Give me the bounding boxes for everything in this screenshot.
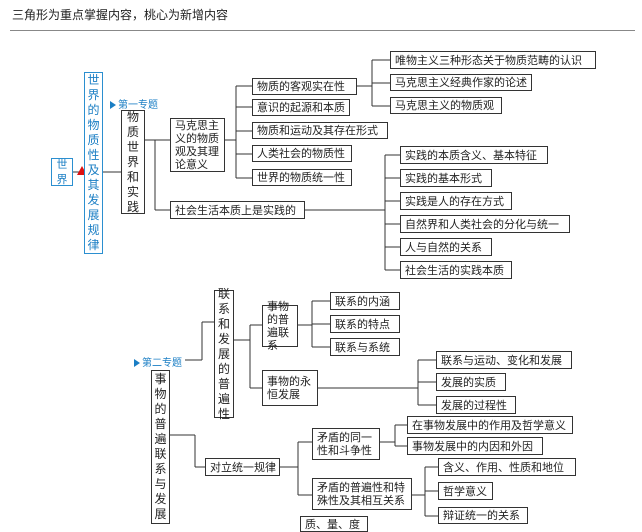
- t1-far-0: 唯物主义三种形态关于物质范畴的认识: [390, 51, 596, 69]
- t1-item-2: 物质和运动及其存在形式: [252, 122, 388, 139]
- contradiction-2-node: 矛盾的普遍性和特殊性及其相互关系: [312, 478, 412, 510]
- link-item-1: 联系的特点: [330, 315, 400, 333]
- t1-item-0: 物质的客观实在性: [252, 78, 357, 95]
- cut-node: 质、量、度: [300, 516, 368, 532]
- arrow-icon: [134, 359, 140, 367]
- practice-5: 社会生活的实践本质: [400, 261, 512, 279]
- dev-node: 事物的永恒发展: [262, 370, 318, 406]
- unity-node: 对立统一规律: [205, 458, 280, 476]
- page-header: 三角形为重点掌握内容，桃心为新增内容: [12, 8, 229, 22]
- link-item-2: 联系与系统: [330, 338, 400, 356]
- arrow-icon: [110, 101, 116, 109]
- topic1-main-node: 物质世界和实践: [121, 110, 145, 214]
- topic1-tag: 第一专题: [110, 96, 158, 111]
- dev-item-2: 发展的过程性: [436, 396, 516, 414]
- world-node: 世界: [51, 158, 73, 186]
- contradiction-1-node: 矛盾的同一性和斗争性: [312, 428, 380, 460]
- topic2-tag: 第二专题: [134, 354, 182, 369]
- practice-1: 实践的基本形式: [400, 169, 492, 187]
- topic1-sub1-node: 马克思主义的物质观及其理论意义: [170, 118, 225, 172]
- link-node: 事物的普遍联系: [262, 300, 298, 352]
- t1-far-1: 马克思主义经典作家的论述: [390, 74, 532, 91]
- dev-item-0: 联系与运动、变化和发展: [436, 351, 572, 369]
- c1-item-1: 事物发展中的内因和外因: [407, 437, 543, 455]
- topic1-sub2-node: 社会生活本质上是实践的: [170, 201, 305, 219]
- t1-item-4: 世界的物质统一性: [252, 169, 352, 186]
- header-divider: [10, 30, 635, 31]
- c1-item-0: 在事物发展中的作用及哲学意义: [407, 416, 573, 434]
- t1-item-1: 意识的起源和本质: [252, 99, 350, 116]
- practice-3: 自然界和人类社会的分化与统一: [400, 215, 570, 233]
- practice-4: 人与自然的关系: [400, 238, 492, 256]
- c2-item-0: 含义、作用、性质和地位: [438, 458, 576, 476]
- key-point-triangle-icon: [77, 166, 87, 175]
- link-item-0: 联系的内涵: [330, 292, 400, 310]
- topic2-main-node: 事物的普遍联系与发展: [151, 370, 170, 524]
- c2-item-2: 辩证统一的关系: [438, 507, 528, 524]
- practice-2: 实践是人的存在方式: [400, 192, 512, 210]
- t1-item-3: 人类社会的物质性: [252, 145, 352, 162]
- c2-item-1: 哲学意义: [438, 482, 493, 500]
- dev-item-1: 发展的实质: [436, 373, 506, 391]
- topic2-sub1-node: 联系和发展的普遍性: [214, 287, 234, 421]
- practice-0: 实践的本质含义、基本特征: [400, 146, 548, 164]
- topic-node: 世界的物质性及其发展规律: [84, 72, 103, 254]
- t1-far-2: 马克思主义的物质观: [390, 97, 502, 114]
